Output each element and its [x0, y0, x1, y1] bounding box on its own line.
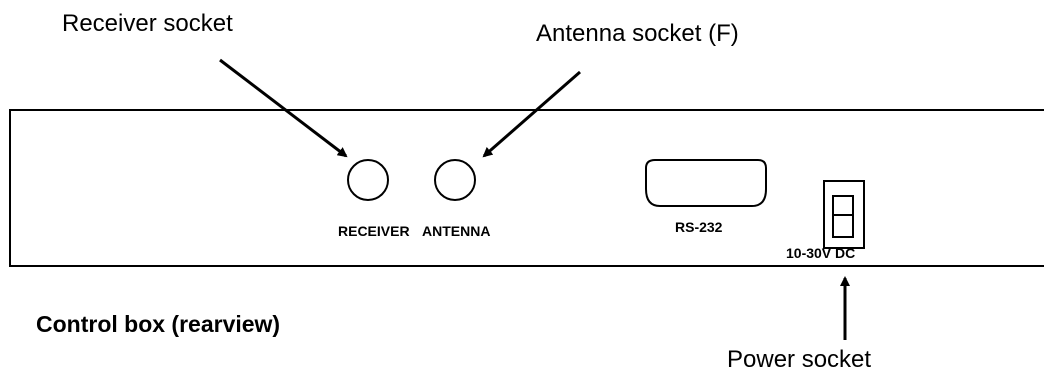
receiver-panel-label: RECEIVER [338, 223, 410, 239]
power-socket [823, 180, 865, 249]
receiver-arrow [219, 58, 348, 158]
receiver-socket [347, 159, 389, 201]
power-socket-callout: Power socket [727, 346, 872, 373]
receiver-socket-callout: Receiver socket [62, 10, 233, 37]
antenna-arrow [482, 70, 581, 158]
antenna-socket [434, 159, 476, 201]
antenna-socket-callout: Antenna socket (F) [536, 20, 739, 47]
rs232-panel-label: RS-232 [675, 219, 723, 235]
diagram-caption: Control box (rearview) [36, 311, 281, 337]
power-panel-label: 10-30V DC [786, 245, 855, 261]
rs232-connector [645, 159, 767, 207]
control-box-panel [9, 109, 1044, 267]
antenna-panel-label: ANTENNA [422, 223, 490, 239]
power-socket-pin [832, 195, 854, 238]
